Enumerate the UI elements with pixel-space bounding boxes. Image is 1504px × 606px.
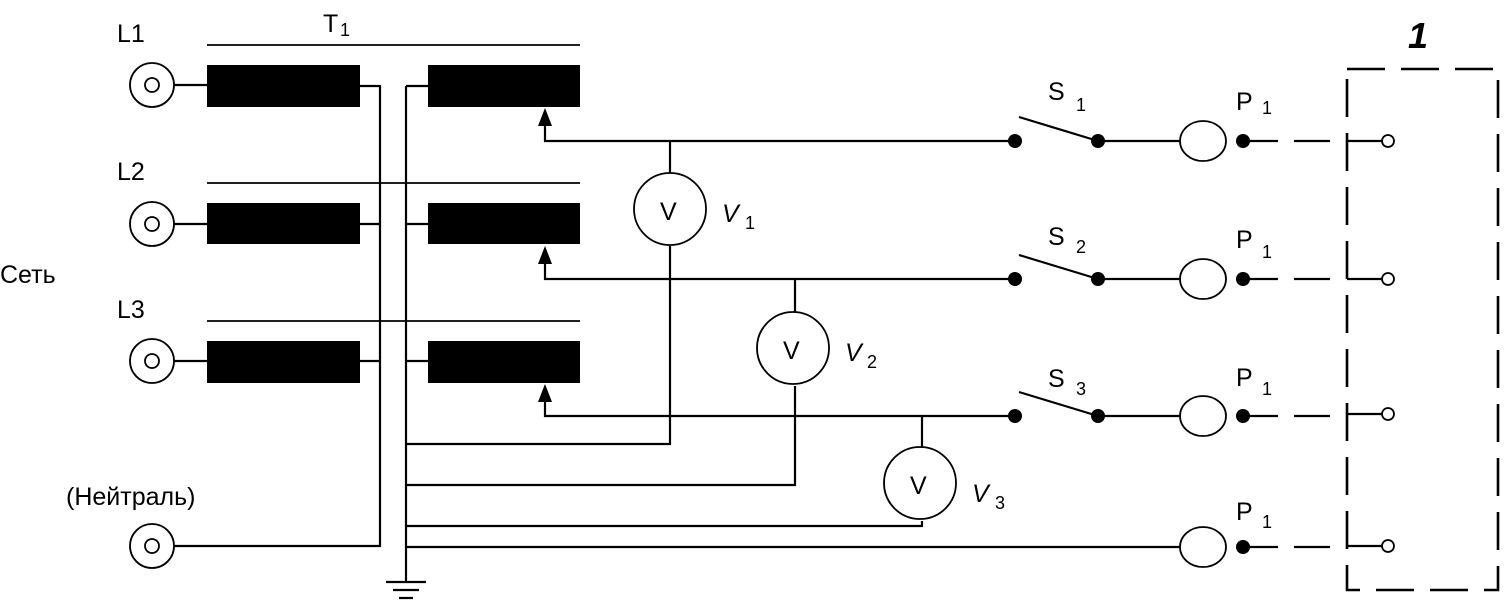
- terminal-icon[interactable]: [129, 201, 175, 247]
- meter-sub-4: 1: [1262, 512, 1272, 532]
- voltmeter-label-v1: V: [722, 200, 741, 228]
- switch-sub-s2: 2: [1076, 237, 1086, 257]
- tap-arrow-2[interactable]: [538, 246, 1015, 281]
- voltmeter-symbol: V: [660, 198, 677, 226]
- voltmeter-sub-v2: 2: [867, 352, 877, 372]
- switch-icon[interactable]: [1008, 253, 1105, 286]
- network-label: Сеть: [0, 261, 56, 289]
- neutral-wire: [174, 85, 382, 548]
- voltmeter-icon[interactable]: V: [883, 446, 957, 520]
- terminal-icon[interactable]: [129, 523, 175, 569]
- switch-sub-s1: 1: [1076, 95, 1086, 115]
- primary-winding-3: [207, 341, 360, 383]
- v3-return-wire: [406, 521, 924, 528]
- terminal-icon[interactable]: [129, 338, 175, 384]
- terminal-icon[interactable]: [129, 62, 175, 108]
- meter-icon[interactable]: [1179, 395, 1330, 437]
- input-label-l3: L3: [117, 296, 145, 324]
- switch-label-s3: S: [1048, 365, 1065, 393]
- tap-arrow-3[interactable]: [538, 384, 1015, 418]
- switch-icon[interactable]: [1008, 115, 1105, 148]
- meter-label-2: P: [1236, 226, 1253, 254]
- v2-return-wire: [406, 386, 797, 487]
- transformer-label: T 1: [323, 10, 350, 40]
- meter-label-1: P: [1236, 88, 1253, 116]
- voltmeter-symbol: V: [910, 472, 927, 500]
- switch-sub-s3: 3: [1076, 379, 1086, 399]
- tap-arrow-1[interactable]: [538, 108, 1015, 143]
- primary-winding-2: [207, 203, 360, 244]
- device-label: 1: [1408, 15, 1428, 56]
- switch-label-s1: S: [1048, 78, 1065, 106]
- secondary-winding-3: [428, 341, 580, 383]
- voltmeter-icon[interactable]: V: [633, 172, 707, 246]
- voltmeter-label-v3: V: [972, 480, 991, 508]
- voltmeter-symbol: V: [783, 337, 800, 365]
- v1-return-wire: [406, 246, 672, 446]
- voltmeter-sub-v3: 3: [995, 493, 1005, 513]
- input-label-l1: L1: [117, 20, 145, 48]
- ground-icon: [386, 580, 426, 600]
- meter-icon[interactable]: [1179, 526, 1330, 568]
- switch-label-s2: S: [1048, 223, 1065, 251]
- meter-label-3: P: [1236, 364, 1253, 392]
- primary-winding-1: [207, 65, 360, 107]
- switch-icon[interactable]: [1008, 390, 1105, 423]
- voltmeter-label-v2: V: [845, 339, 864, 367]
- meter-sub-2: 1: [1262, 242, 1272, 262]
- meter-icon[interactable]: [1179, 258, 1330, 300]
- transformer-label-sub: 1: [340, 20, 350, 40]
- meter-sub-1: 1: [1262, 98, 1272, 118]
- secondary-winding-1: [428, 65, 580, 107]
- transformer-label-main: T: [323, 10, 338, 38]
- meter-label-4: P: [1236, 498, 1253, 526]
- meter-icon[interactable]: [1179, 120, 1330, 162]
- meter-sub-3: 1: [1262, 379, 1272, 399]
- input-label-l2: L2: [117, 158, 145, 186]
- device-under-test[interactable]: [1345, 67, 1500, 592]
- secondary-winding-2: [428, 203, 580, 244]
- voltmeter-sub-v1: 1: [745, 213, 755, 233]
- voltmeter-icon[interactable]: V: [756, 311, 830, 385]
- input-label-neutral: (Нейтраль): [66, 483, 195, 511]
